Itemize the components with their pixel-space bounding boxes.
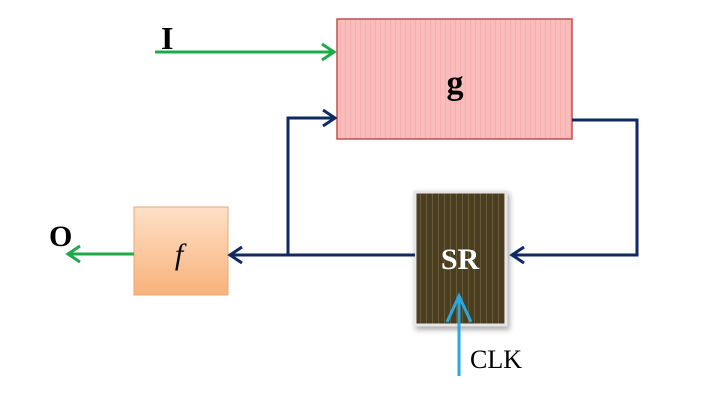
sr-block-label: SR [441, 243, 480, 276]
sr-to-g-wire [286, 116, 333, 255]
output-arrowhead [65, 244, 81, 264]
clock-signal-label: CLK [470, 345, 522, 374]
f-block [133, 206, 229, 296]
g-to-sr-arrowhead [509, 245, 525, 265]
input-arrowhead [321, 42, 337, 62]
g-block-label: g [447, 65, 464, 102]
input-signal-label: I [161, 20, 173, 56]
g-block [336, 18, 573, 140]
sr-to-g-arrowhead [322, 108, 338, 128]
clock-edge-symbol [445, 292, 473, 323]
sr-to-f-arrowhead [227, 245, 243, 265]
output-signal-label: O [49, 220, 72, 253]
g-to-sr-wire [514, 118, 639, 257]
